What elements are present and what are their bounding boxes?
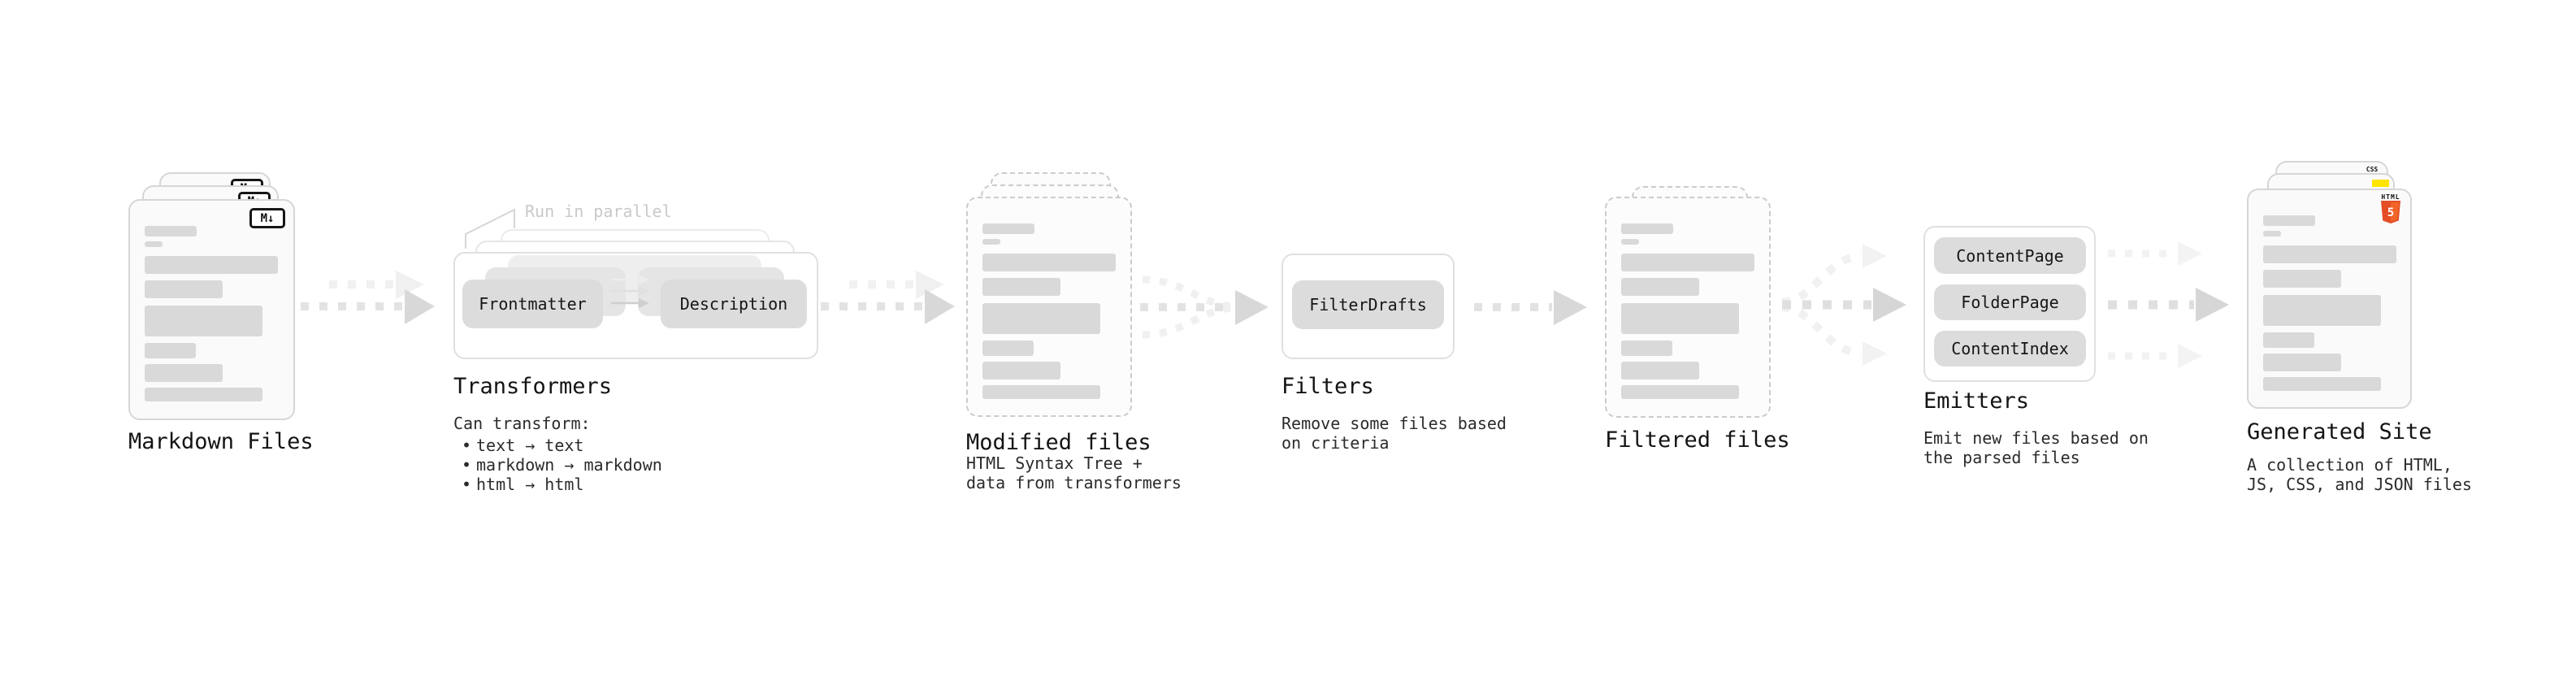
bullet-text: html → html bbox=[476, 475, 584, 494]
modified-files-subtitle: HTML Syntax Tree + data from transformer… bbox=[966, 453, 1182, 492]
html5-icon: HTML 5 bbox=[2380, 193, 2401, 223]
filters-subtitle: Remove some files based on criteria bbox=[1281, 414, 1507, 453]
arrow-emitters-to-generated bbox=[2108, 241, 2229, 368]
doc-skeleton-bar bbox=[982, 239, 1000, 245]
node-label-modified-files: Modified files bbox=[966, 430, 1151, 455]
doc-skeleton-bar bbox=[2263, 332, 2314, 348]
transformer-parallel-arrows bbox=[611, 275, 649, 308]
subtitle-line: HTML Syntax Tree + bbox=[966, 453, 1143, 473]
folderpage-pill: FolderPage bbox=[1934, 284, 2086, 320]
doc-skeleton-bar bbox=[1621, 239, 1639, 245]
node-label-markdown-files: Markdown Files bbox=[128, 429, 314, 454]
doc-skeleton-bar bbox=[2263, 295, 2381, 326]
bullet-text: text → text bbox=[476, 436, 584, 455]
bullet-item: • text → text bbox=[457, 436, 662, 455]
arrow-markdown-to-transformers bbox=[301, 271, 435, 324]
doc-skeleton-bar bbox=[982, 303, 1100, 334]
subtitle-line: data from transformers bbox=[966, 473, 1182, 492]
svg-text:5: 5 bbox=[2387, 206, 2394, 219]
doc-skeleton-bar bbox=[982, 362, 1060, 380]
bullet-marker: • bbox=[461, 455, 472, 475]
bullet-marker: • bbox=[461, 436, 472, 455]
doc-skeleton-bar bbox=[145, 226, 197, 236]
html5-wordmark: HTML bbox=[2381, 193, 2400, 201]
doc-skeleton-bar bbox=[1621, 223, 1673, 234]
doc-skeleton-bar bbox=[1621, 362, 1699, 380]
contentpage-pill: ContentPage bbox=[1934, 237, 2086, 274]
doc-skeleton-bar bbox=[2263, 270, 2341, 288]
filterdrafts-pill: FilterDrafts bbox=[1292, 280, 1444, 329]
doc-skeleton-bar bbox=[982, 254, 1116, 271]
node-label-transformers: Transformers bbox=[453, 374, 613, 399]
doc-skeleton-bar bbox=[145, 306, 262, 336]
subtitle-line: Emit new files based on bbox=[1923, 428, 2149, 448]
subtitle-line: JS, CSS, and JSON files bbox=[2247, 475, 2472, 494]
doc-skeleton-bar bbox=[145, 280, 223, 298]
subtitle-line: A collection of HTML, bbox=[2247, 455, 2452, 475]
node-label-filtered-files: Filtered files bbox=[1605, 427, 1790, 453]
bullet-item: • html → html bbox=[457, 475, 662, 494]
modified-file-card-front bbox=[966, 197, 1132, 417]
doc-skeleton-bar bbox=[1621, 278, 1699, 296]
doc-skeleton-bar bbox=[145, 388, 262, 401]
arrow-filters-to-filtered bbox=[1474, 290, 1587, 325]
subtitle-line: the parsed files bbox=[1923, 448, 2080, 467]
doc-skeleton-bar bbox=[1621, 385, 1739, 399]
doc-skeleton-bar bbox=[982, 278, 1060, 296]
bullet-text: markdown → markdown bbox=[476, 455, 662, 475]
emitters-subtitle: Emit new files based on the parsed files bbox=[1923, 428, 2149, 467]
transformers-subtitle: Can transform: bbox=[453, 414, 591, 433]
bullet-marker: • bbox=[461, 475, 472, 494]
markdown-icon: M↓ bbox=[249, 208, 285, 228]
doc-skeleton-bar bbox=[145, 343, 196, 358]
doc-skeleton-bar bbox=[145, 241, 163, 247]
run-in-parallel-annotation: Run in parallel bbox=[525, 202, 672, 221]
arrow-modified-to-filters-merge bbox=[1140, 275, 1268, 339]
doc-skeleton-bar bbox=[2263, 245, 2396, 263]
doc-skeleton-bar bbox=[2263, 354, 2341, 371]
doc-skeleton-bar bbox=[2263, 377, 2381, 391]
subtitle-line: on criteria bbox=[1281, 433, 1390, 453]
node-label-emitters: Emitters bbox=[1923, 388, 2030, 414]
doc-skeleton-bar bbox=[145, 256, 278, 274]
bullet-item: • markdown → markdown bbox=[457, 455, 662, 475]
node-label-generated-site: Generated Site bbox=[2247, 419, 2432, 445]
transformers-bullet-list: • text → text • markdown → markdown • ht… bbox=[457, 436, 662, 494]
doc-skeleton-bar bbox=[1621, 340, 1672, 356]
filtered-file-card-front bbox=[1605, 197, 1771, 418]
markdown-file-card-front: M↓ bbox=[128, 199, 295, 420]
run-in-parallel-callout-line bbox=[465, 208, 515, 249]
generated-file-card-front: HTML 5 bbox=[2247, 189, 2412, 409]
description-pill: Description bbox=[661, 280, 807, 328]
node-label-filters: Filters bbox=[1281, 374, 1374, 399]
doc-skeleton-bar bbox=[2263, 231, 2281, 236]
doc-skeleton-bar bbox=[1621, 303, 1739, 334]
doc-skeleton-bar bbox=[982, 223, 1034, 234]
doc-skeleton-bar bbox=[982, 340, 1034, 356]
doc-skeleton-bar bbox=[982, 385, 1100, 399]
subtitle-line: Remove some files based bbox=[1281, 414, 1507, 433]
frontmatter-pill: Frontmatter bbox=[462, 280, 603, 328]
doc-skeleton-bar bbox=[1621, 254, 1754, 271]
arrow-filtered-to-emitters-fanout bbox=[1781, 244, 1906, 366]
js-file-icon bbox=[2372, 180, 2389, 187]
contentindex-pill: ContentIndex bbox=[1934, 331, 2086, 367]
generated-site-subtitle: A collection of HTML, JS, CSS, and JSON … bbox=[2247, 455, 2472, 494]
html5-shield: 5 bbox=[2381, 201, 2400, 223]
arrow-transformers-to-modified bbox=[821, 271, 955, 324]
doc-skeleton-bar bbox=[2263, 215, 2315, 226]
doc-skeleton-bar bbox=[145, 364, 223, 382]
